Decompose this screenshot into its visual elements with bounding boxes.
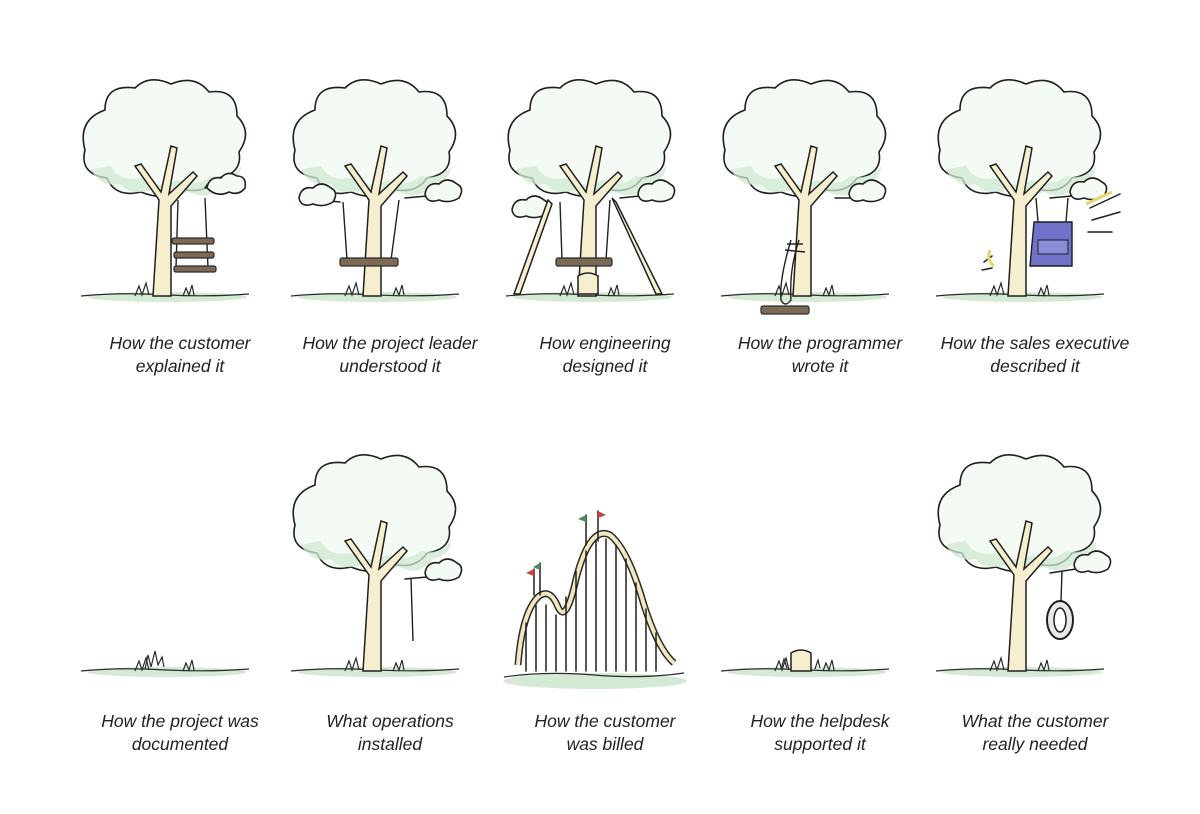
right-branch-cloud — [834, 179, 887, 203]
tire-swing — [1046, 570, 1074, 640]
panel-operations: What operations installed — [285, 454, 495, 755]
right-branch-cloud — [619, 179, 676, 203]
board-swing — [339, 199, 400, 267]
caption-project-leader: How the project leader understood it — [302, 333, 478, 376]
tree-with-swing-around-trunk-illustration — [290, 79, 463, 303]
panel-helpdesk: How the helpdesk supported it — [715, 455, 925, 755]
caption-engineering: How engineering designed it — [539, 333, 671, 376]
ladder-swing — [171, 179, 224, 273]
tree-with-tire-swing-illustration — [935, 454, 1112, 678]
panel-customer-explained: How the customer explained it — [75, 79, 285, 380]
panel-project-leader: How the project leader understood it — [285, 79, 495, 380]
caption-operations: What operations installed — [326, 711, 454, 754]
empty-ground-illustration — [80, 650, 250, 678]
right-branch-cloud — [404, 558, 463, 582]
tree-with-single-rope-illustration — [290, 454, 463, 678]
caption-sales-executive: How the sales executive described it — [940, 333, 1130, 376]
small-branch-cloud — [206, 172, 247, 196]
tree-with-armchair-swing-illustration — [935, 79, 1121, 303]
roller-coaster-illustration — [503, 510, 687, 689]
tree-stump-illustration — [720, 649, 890, 678]
single-rope — [410, 578, 414, 642]
coaster-supports — [525, 538, 657, 672]
panel-documented: How the project was documented — [75, 455, 285, 755]
panel-sales-executive: How the sales executive described it — [930, 79, 1140, 380]
panel-really-needed: What the customer really needed — [930, 454, 1140, 755]
caption-helpdesk: How the helpdesk supported it — [750, 711, 890, 754]
right-branch-cloud — [1049, 550, 1112, 574]
tangled-rope-swing — [760, 239, 810, 315]
tree-with-a-frame-swing-illustration — [505, 79, 676, 303]
roller-coaster-track — [514, 530, 677, 672]
tree-with-tangled-swing-illustration — [720, 79, 890, 315]
left-branch-cloud — [298, 183, 341, 207]
armchair-swing — [981, 190, 1121, 271]
right-branch-cloud — [404, 179, 463, 203]
caption-documented: How the project was documented — [101, 711, 259, 754]
caption-programmer: How the programmer wrote it — [737, 333, 903, 376]
caption-really-needed: What the customer really needed — [961, 711, 1109, 754]
panel-engineering: How engineering designed it — [500, 79, 710, 380]
panel-billed: How the customer was billed — [500, 455, 710, 755]
stump-icon — [790, 649, 812, 672]
right-branch-cloud — [1049, 177, 1108, 201]
tree-with-ladder-swing-illustration — [80, 79, 250, 303]
panel-programmer: How the programmer wrote it — [715, 79, 925, 380]
a-frame-swing-set — [512, 197, 664, 295]
caption-billed: How the customer was billed — [534, 711, 676, 754]
caption-customer-explained: How the customer explained it — [109, 333, 251, 376]
flags — [526, 510, 606, 596]
